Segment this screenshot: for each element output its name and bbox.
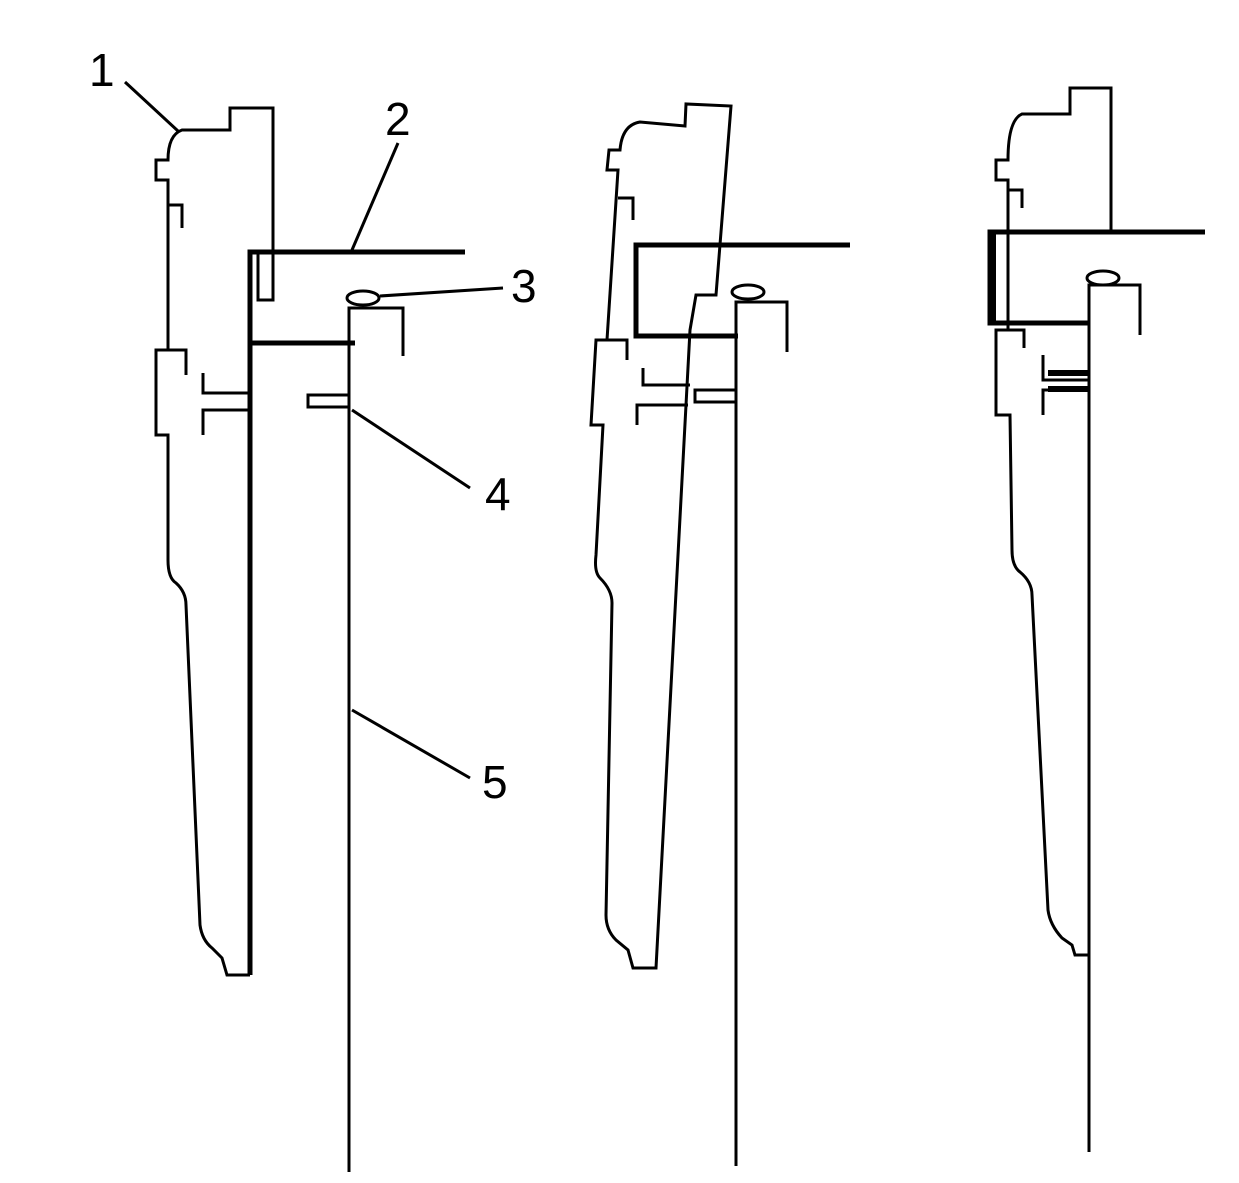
trim-panel-middle	[589, 102, 733, 970]
weatherstrip-right	[987, 229, 1205, 326]
panel-clip-right-3	[1041, 355, 1088, 382]
weatherstrip-middle	[633, 242, 850, 339]
retainer-middle	[693, 388, 736, 404]
fastener-middle	[730, 283, 766, 301]
panel-clip-left-1	[168, 203, 184, 228]
panel-clip-left-3	[201, 373, 250, 395]
pillar-middle	[734, 300, 789, 1166]
panel-clip-right-4	[1041, 388, 1088, 415]
callout-3: 3	[511, 260, 537, 312]
panel-clip-middle-1	[618, 196, 635, 220]
weatherstrip-left	[247, 249, 465, 975]
trim-panel-left	[154, 106, 275, 977]
pillar-right	[1087, 283, 1142, 1152]
panel-clip-right-1	[1008, 188, 1024, 208]
fastener-left	[345, 289, 381, 307]
leader-5	[351, 708, 471, 780]
panel-clip-right-2	[1008, 328, 1026, 348]
panel-clip-left-4	[201, 408, 250, 435]
callout-1: 1	[89, 44, 115, 96]
left-view	[154, 106, 465, 1172]
retainer-right	[1048, 370, 1088, 392]
fastener-right	[1085, 269, 1121, 287]
callout-4: 4	[485, 468, 511, 520]
pillar-left	[347, 306, 405, 1172]
panel-clip-middle-2	[607, 338, 629, 360]
callout-5: 5	[482, 756, 508, 808]
callout-2: 2	[385, 93, 411, 145]
trim-panel-right	[994, 86, 1113, 957]
leader-2	[350, 142, 400, 251]
retainer-left	[306, 393, 349, 409]
leader-lines	[123, 80, 504, 780]
right-view	[987, 86, 1205, 1152]
panel-clip-middle-3	[641, 368, 690, 387]
leader-1	[123, 80, 180, 133]
leader-3	[379, 286, 504, 298]
leader-4	[351, 408, 471, 490]
middle-view	[589, 102, 850, 1166]
panel-clip-middle-4	[635, 403, 688, 425]
panel-clip-left-2	[168, 348, 188, 375]
